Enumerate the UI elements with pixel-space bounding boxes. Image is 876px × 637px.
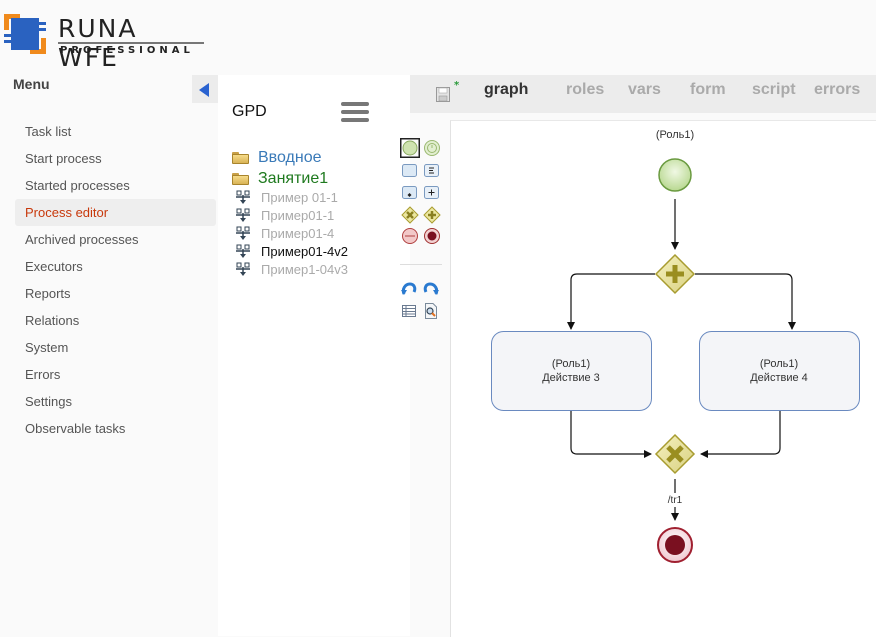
gpd-title: GPD: [232, 103, 267, 120]
menu-title: Menu: [13, 76, 50, 92]
diagram-canvas[interactable]: (Роль1) /tr1 (Роль1) Действие 3 (Роль1) …: [450, 120, 876, 637]
tab-script[interactable]: script: [752, 81, 796, 98]
tree-process-item-selected[interactable]: Пример01-4v2: [232, 243, 348, 261]
folder-open-icon: [232, 173, 249, 185]
sidebar-item-relations[interactable]: Relations: [25, 313, 80, 328]
script-task-tool-icon[interactable]: [423, 162, 441, 180]
task-role: (Роль1): [760, 358, 798, 370]
sidebar-item-started-processes[interactable]: Started processes: [25, 178, 130, 193]
task-role: (Роль1): [552, 358, 590, 370]
tree-process-label: Пример01-1: [261, 208, 335, 223]
logo-subtitle: PROFESSIONAL: [60, 45, 194, 56]
tab-errors[interactable]: errors: [814, 81, 861, 98]
task-name: Действие 3: [542, 372, 600, 384]
tree-folder-label: Занятие1: [258, 170, 329, 187]
exclusive-gateway[interactable]: [654, 433, 696, 475]
inspect-icon[interactable]: [422, 302, 440, 320]
sidebar-item-start-process[interactable]: Start process: [25, 151, 102, 166]
process-tree: Вводное Занятие1 Пример 01-1 Пример01-1 …: [232, 147, 348, 279]
task-action-3[interactable]: (Роль1) Действие 3: [491, 331, 652, 411]
process-tree-panel: GPD Вводное Занятие1 Пример 01-1 Пример0…: [218, 75, 410, 636]
process-definition-icon: [236, 208, 250, 222]
tree-process-label: Пример01-4v2: [261, 244, 348, 259]
tree-folder-label: Вводное: [258, 149, 322, 166]
sidebar-item-settings[interactable]: Settings: [25, 394, 72, 409]
tab-form[interactable]: form: [690, 81, 726, 98]
flow-fork-to-task-4[interactable]: [695, 273, 796, 330]
header: RUNA WFE PROFESSIONAL: [0, 0, 876, 72]
tree-process-item[interactable]: Пример 01-1: [232, 189, 348, 207]
transition-label: /tr1: [668, 495, 683, 506]
task-name: Действие 4: [750, 372, 808, 384]
end-event-tool-icon[interactable]: [423, 227, 441, 245]
start-lane-label: (Роль1): [656, 129, 694, 141]
sidebar: Menu Task list Start process Started pro…: [0, 70, 218, 636]
logo-title: RUNA WFE: [58, 14, 138, 72]
logo-divider: [58, 42, 204, 44]
table-icon[interactable]: [400, 302, 418, 320]
sidebar-item-system[interactable]: System: [25, 340, 69, 355]
floppy-disk-icon[interactable]: [436, 87, 450, 102]
process-definition-icon: [236, 226, 250, 240]
collapse-sidebar-button[interactable]: [192, 75, 218, 103]
tab-roles[interactable]: roles: [566, 81, 605, 98]
hamburger-icon[interactable]: [341, 102, 369, 122]
task-action-4[interactable]: (Роль1) Действие 4: [699, 331, 860, 411]
sidebar-item-observable-tasks[interactable]: Observable tasks: [25, 421, 126, 436]
multi-instance-tool-icon[interactable]: [401, 184, 419, 202]
sidebar-item-executors[interactable]: Executors: [25, 259, 83, 274]
process-definition-icon: [236, 190, 250, 204]
flow-task-4-to-join[interactable]: [700, 411, 781, 458]
parallel-gateway-tool-icon[interactable]: [423, 206, 441, 224]
start-event-tool-icon[interactable]: [400, 138, 420, 158]
subprocess-tool-icon[interactable]: [423, 184, 441, 202]
parallel-gateway[interactable]: [654, 253, 696, 295]
logo-mark-icon: [4, 14, 46, 54]
tree-process-item[interactable]: Пример01-4: [232, 225, 348, 243]
tree-folder[interactable]: Вводное: [232, 147, 348, 168]
process-definition-icon: [236, 244, 250, 258]
runa-wfe-logo[interactable]: RUNA WFE PROFESSIONAL: [4, 14, 204, 72]
redo-icon[interactable]: [422, 280, 440, 298]
sidebar-item-task-list[interactable]: Task list: [25, 124, 72, 139]
tab-graph[interactable]: graph: [484, 81, 529, 98]
sidebar-item-process-editor[interactable]: Process editor: [15, 199, 216, 226]
tree-process-item[interactable]: Пример01-1: [232, 207, 348, 225]
editor-tab-bar: * graph roles vars form script errors: [410, 75, 876, 113]
tree-process-item[interactable]: Пример1-04v3: [232, 261, 348, 279]
exclusive-gateway-tool-icon[interactable]: [401, 206, 419, 224]
folder-open-icon: [232, 152, 249, 164]
unsaved-marker: *: [454, 80, 460, 91]
sidebar-item-errors[interactable]: Errors: [25, 367, 61, 382]
menu-list: Task list Start process Started processe…: [15, 118, 216, 442]
tree-process-label: Пример01-4: [261, 226, 335, 241]
tree-process-label: Пример 01-1: [261, 190, 338, 205]
sidebar-item-archived-processes[interactable]: Archived processes: [25, 232, 139, 247]
sidebar-item-reports[interactable]: Reports: [25, 286, 71, 301]
tree-folder[interactable]: Занятие1: [232, 168, 348, 189]
flow-fork-to-task-3[interactable]: [567, 273, 655, 330]
start-event[interactable]: [658, 158, 692, 192]
end-token-tool-icon[interactable]: [401, 227, 419, 245]
process-definition-icon: [236, 262, 250, 276]
triangle-left-icon: [199, 83, 209, 97]
flow-task-3-to-join[interactable]: [570, 411, 652, 458]
timer-event-tool-icon[interactable]: [423, 139, 441, 157]
process-diagram: (Роль1) /tr1 (Роль1) Действие 3 (Роль1) …: [491, 129, 860, 563]
tab-vars[interactable]: vars: [628, 81, 661, 98]
tree-process-label: Пример1-04v3: [261, 262, 348, 277]
end-event[interactable]: [657, 527, 693, 563]
undo-icon[interactable]: [400, 280, 418, 298]
palette-divider: [400, 264, 442, 265]
task-tool-icon[interactable]: [401, 162, 419, 180]
